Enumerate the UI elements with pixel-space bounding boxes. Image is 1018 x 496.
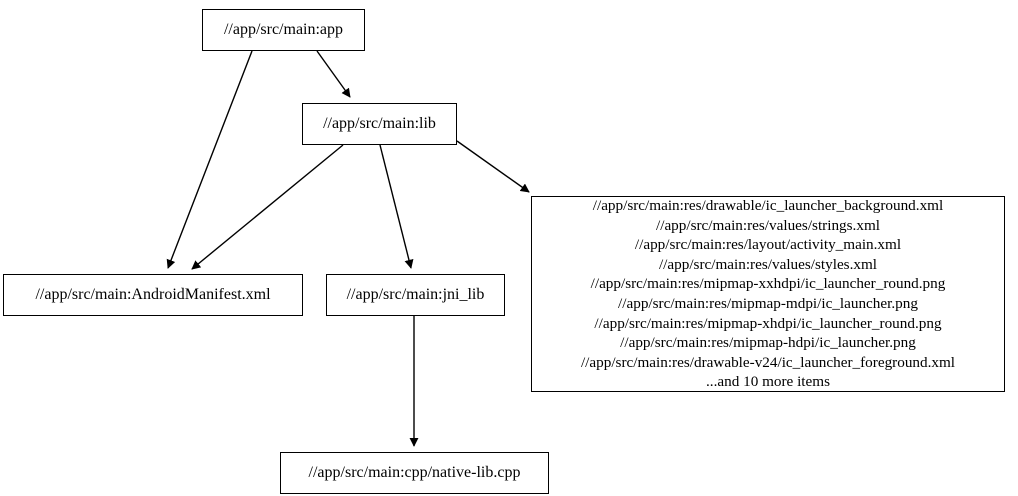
node-app-label: //app/src/main:app [223,21,344,39]
edge-lib-to-res [456,140,530,193]
node-jni-lib-label: //app/src/main:jni_lib [346,286,485,304]
node-jni-lib[interactable]: //app/src/main:jni_lib [326,274,505,316]
node-app[interactable]: //app/src/main:app [202,9,365,51]
edge-app-to-lib [316,50,351,98]
node-res-group-label: //app/src/main:res/drawable/ic_launcher_… [580,197,956,391]
edge-lib-to-jni-lib [379,144,414,269]
node-android-manifest-label: //app/src/main:AndroidManifest.xml [35,286,271,304]
node-android-manifest[interactable]: //app/src/main:AndroidManifest.xml [3,274,303,316]
edge-lib-to-manifest [191,144,344,270]
node-native-lib-cpp-label: //app/src/main:cpp/native-lib.cpp [308,464,521,482]
edge-app-to-manifest [166,50,253,269]
node-lib[interactable]: //app/src/main:lib [302,103,457,145]
node-res-group[interactable]: //app/src/main:res/drawable/ic_launcher_… [531,196,1005,392]
node-native-lib-cpp[interactable]: //app/src/main:cpp/native-lib.cpp [280,452,549,494]
node-lib-label: //app/src/main:lib [323,115,436,133]
